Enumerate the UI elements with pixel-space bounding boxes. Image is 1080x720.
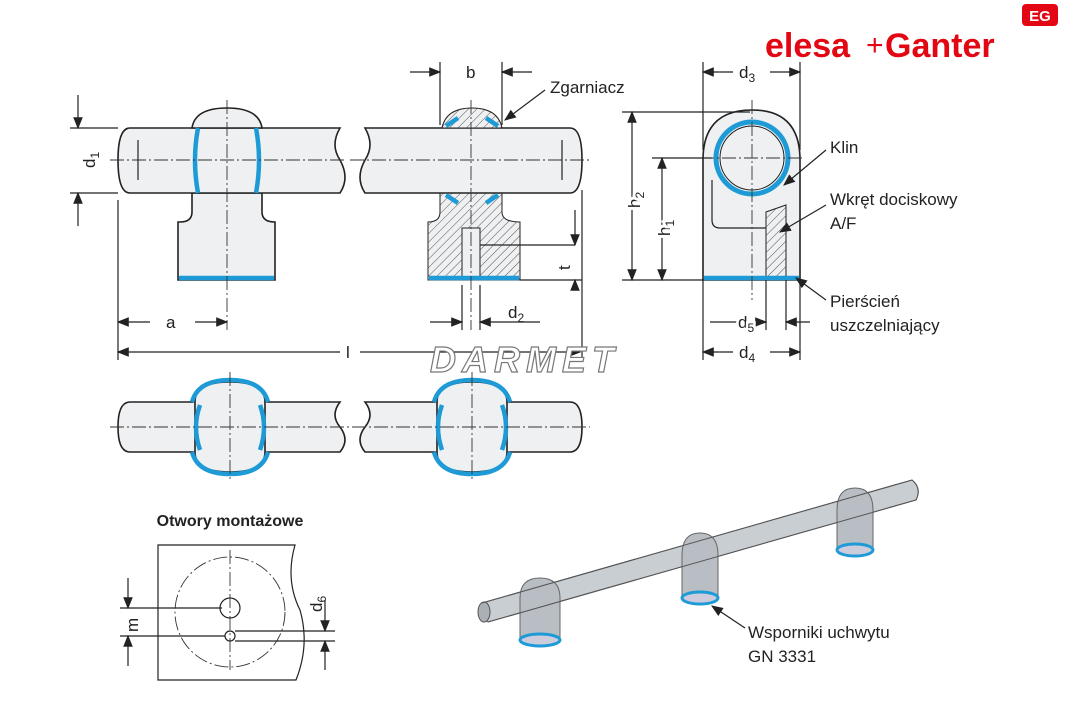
svg-text:Zgarniacz: Zgarniacz xyxy=(550,78,625,97)
watermark: DARMET xyxy=(430,339,620,380)
dimension-l: l xyxy=(116,343,582,362)
dimension-t: t xyxy=(480,190,583,360)
svg-text:Wkręt dociskowy: Wkręt dociskowy xyxy=(830,190,958,209)
svg-text:A/F: A/F xyxy=(830,214,856,233)
dimension-b: b xyxy=(410,62,532,125)
svg-text:Klin: Klin xyxy=(830,138,858,157)
svg-text:uszczelniający: uszczelniający xyxy=(830,316,940,335)
svg-text:l: l xyxy=(346,343,350,362)
svg-text:Ganter: Ganter xyxy=(885,27,995,65)
dimension-d3: d3 xyxy=(701,62,802,150)
svg-text:d4: d4 xyxy=(739,343,755,365)
dimension-a: a xyxy=(116,200,229,360)
dimension-d2: d2 xyxy=(430,285,540,330)
svg-text:a: a xyxy=(166,313,176,332)
bracket-2 xyxy=(680,532,720,606)
brand-logo: EG elesa + Ganter xyxy=(765,4,1058,65)
bracket-3 xyxy=(835,487,875,558)
perspective-view: Wsporniki uchwytu GN 3331 xyxy=(477,479,919,666)
svg-text:t: t xyxy=(555,265,574,270)
svg-text:EG: EG xyxy=(1029,8,1051,25)
svg-text:d5: d5 xyxy=(738,313,754,335)
svg-text:m: m xyxy=(123,618,142,632)
side-view xyxy=(700,100,805,300)
svg-text:GN 3331: GN 3331 xyxy=(748,647,816,666)
label-scraper: Zgarniacz xyxy=(504,78,625,121)
svg-text:+: + xyxy=(866,29,884,62)
svg-text:d1: d1 xyxy=(80,152,102,168)
svg-text:d3: d3 xyxy=(739,63,755,85)
mounting-holes: Otwory montażowe m d6 xyxy=(120,513,335,681)
dimension-d5: d5 xyxy=(710,280,810,338)
dimension-d4: d4 xyxy=(701,280,802,365)
svg-text:h1: h1 xyxy=(655,220,677,236)
svg-text:d2: d2 xyxy=(508,303,524,325)
svg-text:Wsporniki uchwytu: Wsporniki uchwytu xyxy=(748,623,890,642)
svg-text:Pierścień: Pierścień xyxy=(830,292,900,311)
top-view xyxy=(110,372,590,482)
svg-text:d6: d6 xyxy=(307,596,329,612)
side-view-callouts: Klin Wkręt dociskowy A/F Pierścień uszcz… xyxy=(778,138,958,335)
section-view xyxy=(350,100,590,330)
dimension-d1: d1 xyxy=(70,95,118,226)
mounting-title: Otwory montażowe xyxy=(157,513,304,530)
svg-text:h2: h2 xyxy=(625,192,647,208)
bracket-1 xyxy=(518,577,562,648)
front-view xyxy=(110,100,346,330)
svg-text:b: b xyxy=(466,63,475,82)
svg-text:elesa: elesa xyxy=(765,27,851,65)
